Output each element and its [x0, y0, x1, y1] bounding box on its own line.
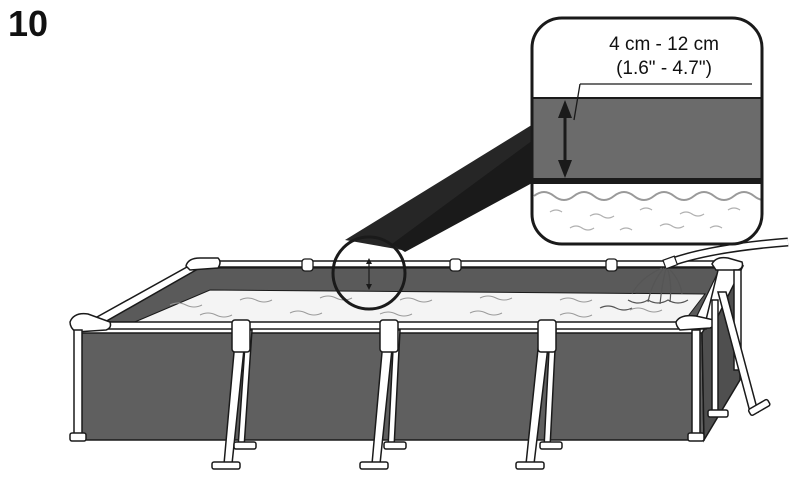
range-label-imperial: (1.6" - 4.7"): [616, 58, 712, 79]
pool-water-surface: [129, 289, 707, 325]
callout-wedge: [345, 110, 556, 250]
water-level-arrow-icon: [558, 83, 752, 178]
hose-icon: [662, 237, 789, 270]
rail-clips: [301, 258, 618, 272]
step-number: 10: [8, 3, 49, 44]
support-legs: [211, 291, 771, 470]
zoom-detail-box: [530, 16, 764, 246]
water-spray-icon: [599, 267, 689, 311]
range-label-metric: 4 cm - 12 cm: [609, 34, 719, 55]
